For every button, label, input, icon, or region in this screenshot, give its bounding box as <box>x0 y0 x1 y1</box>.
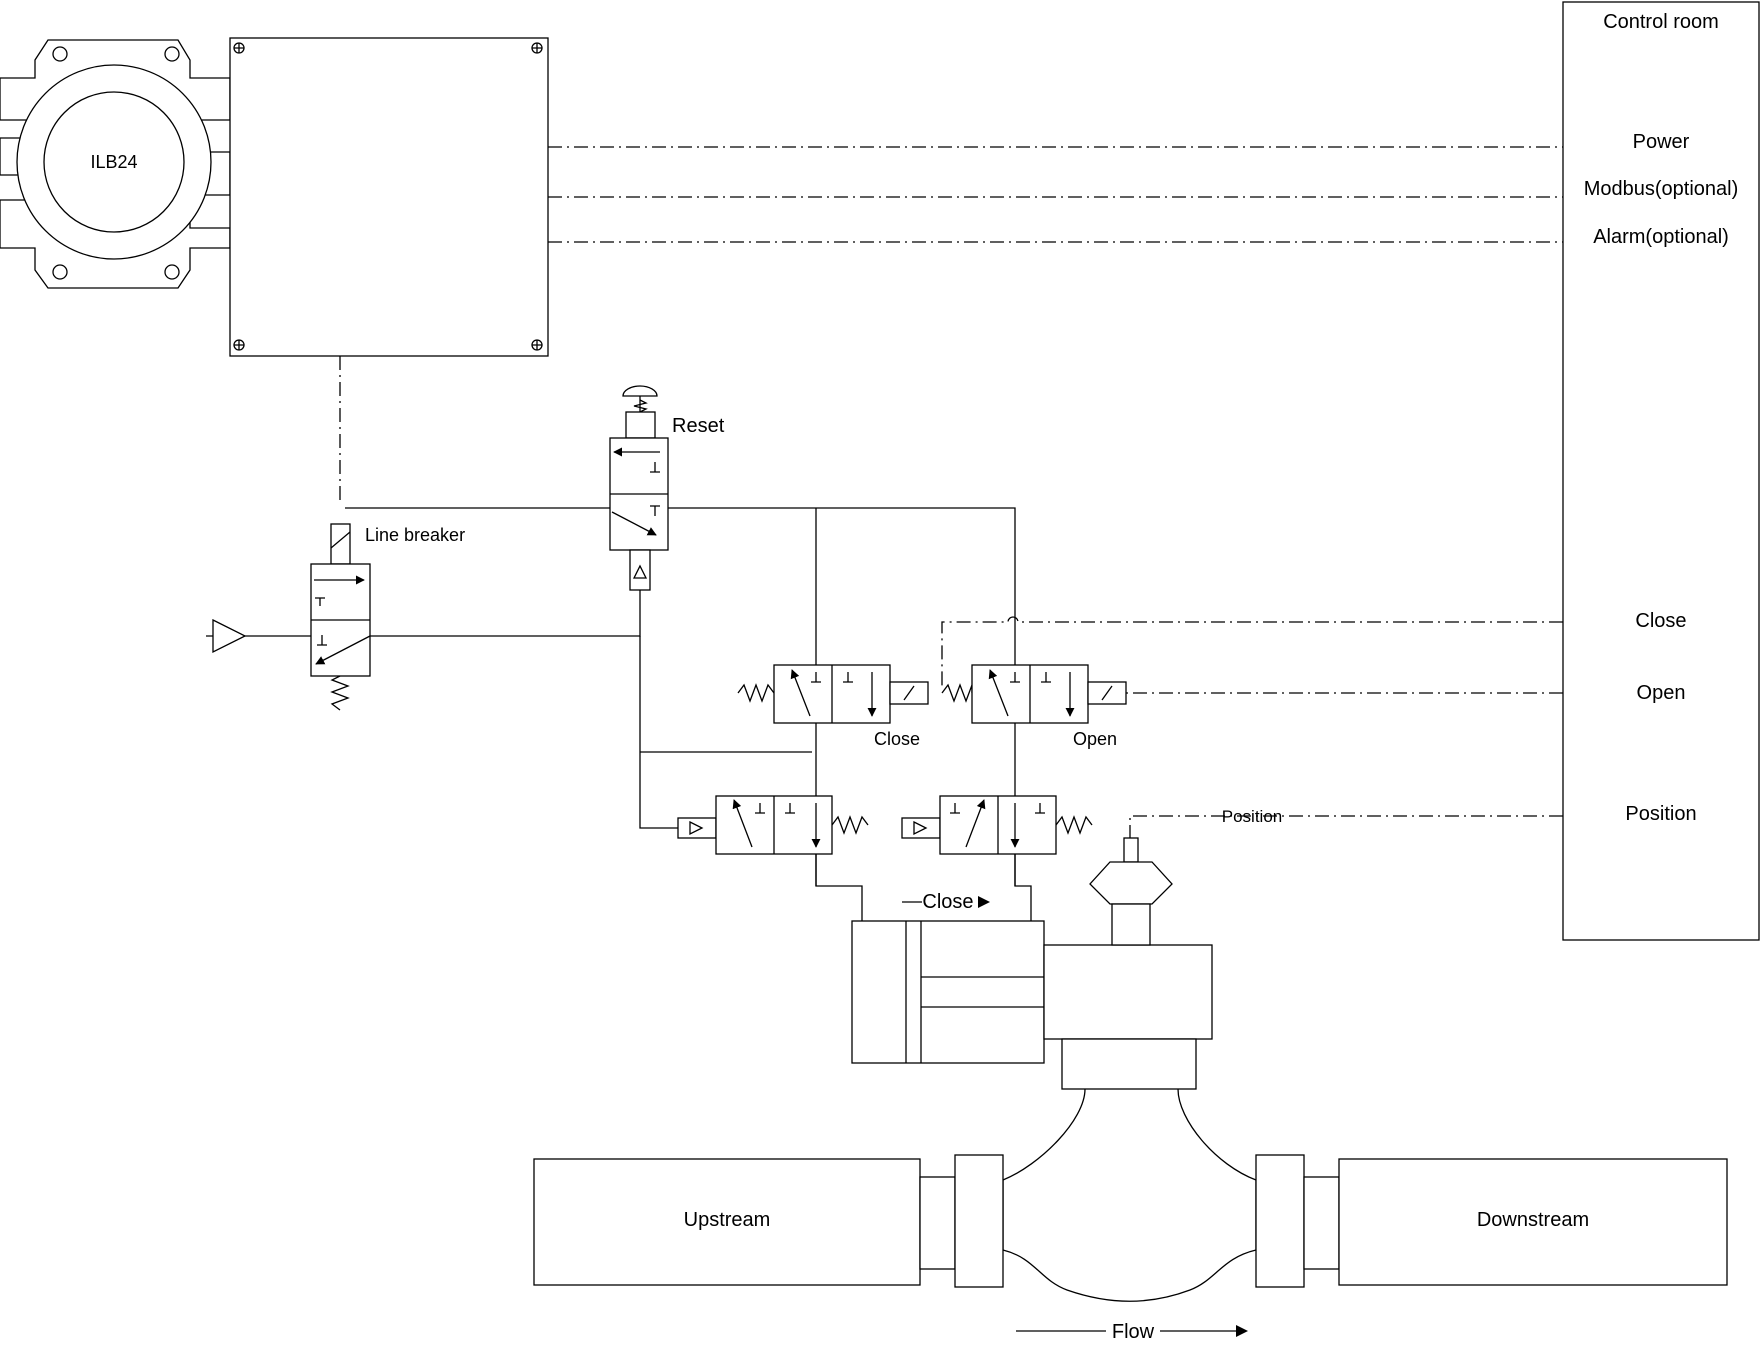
line-breaker-label: Line breaker <box>365 525 465 545</box>
transmitter-housing: ILB24 <box>0 39 231 289</box>
flow-indicator: Flow <box>1016 1321 1248 1343</box>
junction-box <box>229 37 549 357</box>
flow-label: Flow <box>1112 1321 1155 1343</box>
flow-arrow-icon <box>1236 1325 1248 1337</box>
control-room-title: Control room <box>1603 11 1719 33</box>
reset-label: Reset <box>672 415 725 437</box>
control-room-alarm: Alarm(optional) <box>1593 226 1729 248</box>
signal-lines <box>339 146 1563 503</box>
line-breaker-valve: Line breaker <box>310 523 465 711</box>
actuator-close-label: Close <box>922 891 973 913</box>
upstream-pipe: Upstream <box>533 1154 1004 1288</box>
control-room-position: Position <box>1625 803 1696 825</box>
control-room-power: Power <box>1633 131 1690 153</box>
valve-body <box>1002 1088 1257 1302</box>
downstream-label: Downstream <box>1477 1209 1589 1231</box>
control-room-close: Close <box>1635 610 1686 632</box>
position-sensor <box>1089 837 1173 946</box>
transmitter-label: ILB24 <box>90 152 137 172</box>
close-valve-label: Close <box>874 729 920 749</box>
control-room-panel: Control room Power Modbus(optional) Alar… <box>1562 1 1760 941</box>
control-room-open: Open <box>1637 682 1686 704</box>
pilot-valve-right <box>901 795 1093 855</box>
control-signal-lines <box>941 616 1563 838</box>
air-supply-icon <box>212 618 247 654</box>
pilot-valve-left <box>677 795 869 855</box>
open-valve-label: Open <box>1073 729 1117 749</box>
reset-valve: Reset <box>609 385 725 591</box>
position-line-label: Position <box>1222 807 1282 826</box>
upstream-label: Upstream <box>684 1209 771 1231</box>
actuator: Close <box>851 891 1213 1090</box>
downstream-pipe: Downstream <box>1255 1154 1728 1288</box>
actuator-air-lines <box>815 854 1032 921</box>
control-room-modbus: Modbus(optional) <box>1584 178 1739 200</box>
close-solenoid-valve: Close <box>737 664 929 749</box>
open-solenoid-valve: Open <box>941 664 1127 749</box>
